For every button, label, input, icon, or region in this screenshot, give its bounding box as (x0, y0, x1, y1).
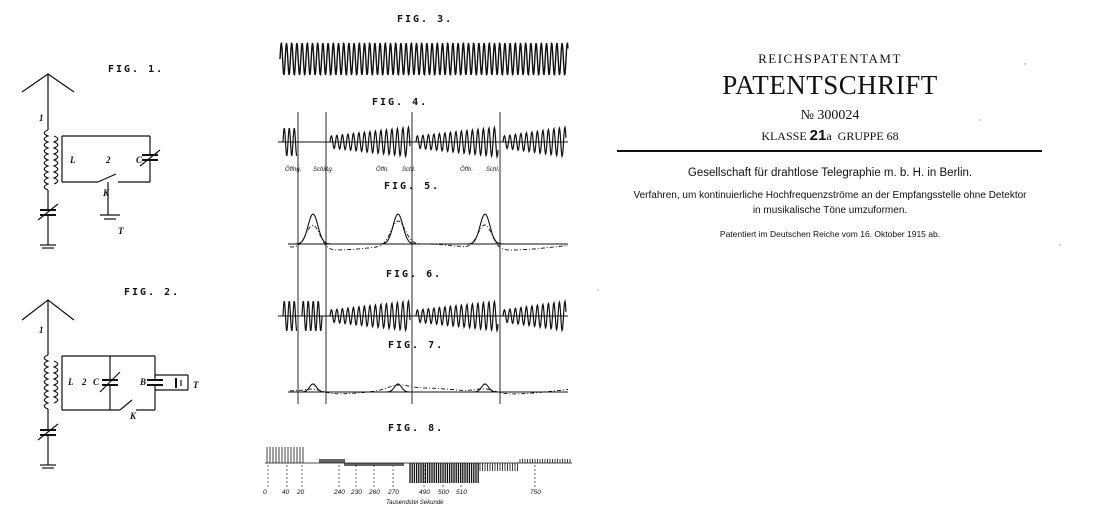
waveform-grid (278, 112, 568, 404)
fig1-circuit (21, 73, 161, 249)
fig8-caption: Tausendstel Sekunde (386, 500, 444, 506)
klasse-letter: a (826, 129, 832, 143)
fig8-label: FIG. 8. (388, 423, 445, 434)
fig1-label: FIG. 1. (108, 64, 165, 75)
fig8-tick-490: 490 (419, 489, 430, 496)
fig8-tick-40: 40 (282, 489, 290, 496)
fig1-label-L: L (70, 155, 76, 165)
classification: KLASSE 21a GRUPPE 68 (610, 127, 1050, 144)
fig6-label: FIG. 6. (386, 269, 443, 280)
fig8-tick-leaders (267, 465, 536, 489)
fig2-label-B: B (140, 377, 147, 387)
fig8-tick-270: 270 (388, 489, 399, 496)
fig2-circuit (21, 299, 189, 469)
fig1-label-1: 1 (39, 113, 44, 123)
fig8-tick-240: 240 (334, 489, 345, 496)
fig8-tick-260: 260 (369, 489, 380, 496)
scan-specks (597, 63, 1061, 291)
fig3-label: FIG. 3. (397, 14, 454, 25)
fig3-waveform (279, 41, 569, 77)
fig8-tick-20: 20 (297, 489, 305, 496)
fig5-solid-curve (290, 213, 568, 245)
fig2-label-T: T (193, 380, 199, 390)
fig4-waveform (282, 124, 567, 159)
applicant: Gesellschaft für drahtlose Telegraphie m… (687, 167, 973, 179)
fig2-label-2: 2 (82, 377, 87, 387)
fig2-label-C: C (93, 377, 100, 387)
fig7-dashed-curve (289, 384, 568, 395)
header-rule (617, 150, 1042, 152)
document-title: PATENTSCHRIFT (722, 70, 938, 100)
description: Verfahren, um kontinuierliche Hochfreque… (610, 188, 1050, 218)
fig8-tick-0: 0 (263, 489, 267, 496)
gruppe: GRUPPE 68 (837, 129, 899, 143)
fig2-label-L: L (68, 377, 74, 387)
fig1-label-2: 2 (106, 155, 111, 165)
fig4-label-1: Schlßg. (313, 167, 334, 173)
fig8-bar-strip (266, 447, 571, 483)
fig4-label-2: Öffn. (376, 167, 390, 173)
fig4-label: FIG. 4. (372, 97, 429, 108)
klasse-prefix: KLASSE (761, 129, 807, 143)
description-line-1: Verfahren, um kontinuierliche Hochfreque… (633, 190, 1027, 201)
fig4-label-0: Öffng. (285, 167, 302, 173)
fig8-tick-750: 750 (530, 489, 541, 496)
klasse-number: 21 (809, 127, 827, 144)
patent-number: № 300024 (800, 108, 860, 123)
fig1-label-K: K (103, 188, 110, 198)
description-line-2: in musikalische Töne umzuformen. (752, 205, 908, 216)
fig8-tick-510: 510 (456, 489, 467, 496)
fig6-waveform (282, 298, 567, 333)
fig2-label: FIG. 2. (124, 287, 181, 298)
patented-date: Patentiert im Deutschen Reiche vom 16. O… (719, 229, 941, 239)
patent-office: REICHSPATENTAMT (758, 51, 902, 66)
fig2-label-K: K (130, 411, 137, 421)
fig1-label-C: C (136, 155, 143, 165)
fig4-label-3: Schl. (402, 167, 416, 173)
fig5-label: FIG. 5. (384, 181, 441, 192)
fig2-label-1: 1 (39, 325, 44, 335)
fig4-label-5: Schl. (486, 167, 500, 173)
fig8-tick-500: 500 (438, 489, 449, 496)
fig1-label-T: T (118, 226, 124, 236)
fig5-dashed-curve (290, 220, 568, 251)
fig7-solid-curve (290, 383, 568, 393)
fig4-label-4: Öffn. (460, 167, 474, 173)
fig7-label: FIG. 7. (388, 340, 445, 351)
fig8-tick-230: 230 (351, 489, 362, 496)
